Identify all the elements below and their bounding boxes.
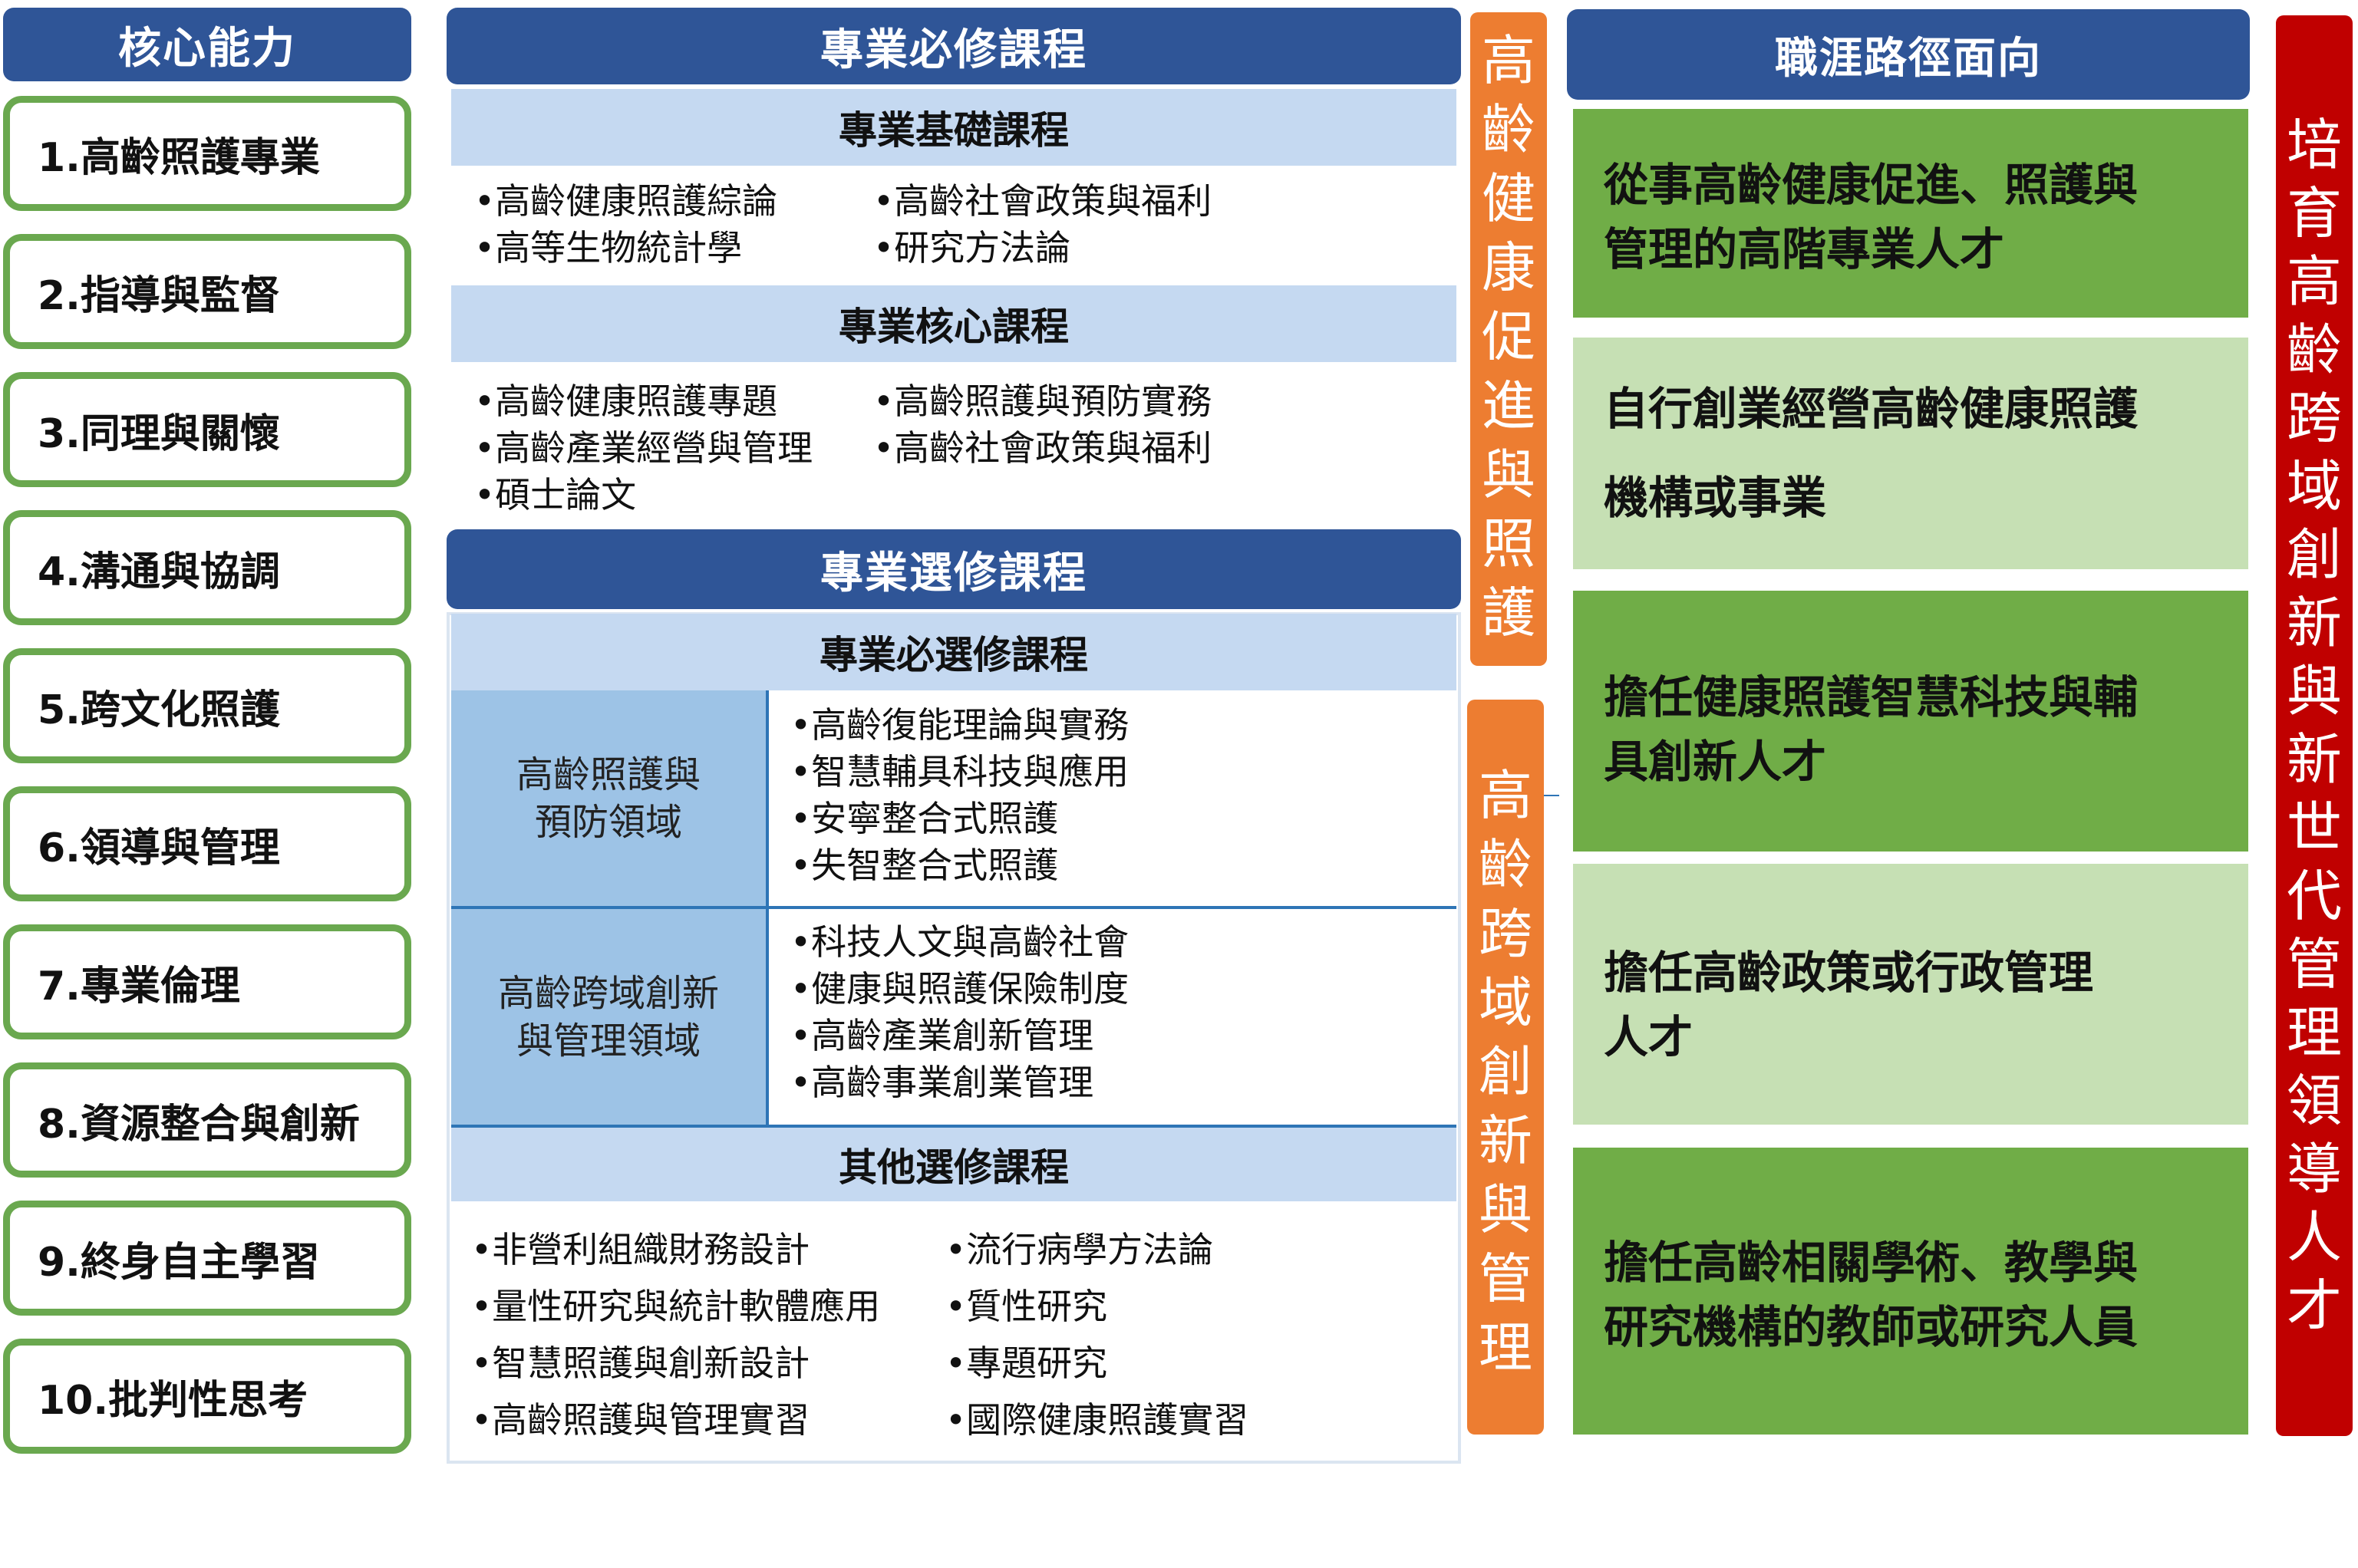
career-line: 擔任高齡政策或行政管理: [1604, 947, 2094, 999]
career-line: 擔任健康照護智慧科技與輔: [1604, 671, 2139, 723]
ability-label: 8.資源整合與創新: [38, 1101, 360, 1148]
domain-cell-innovation-management: 高齡跨域創新 與管理領域: [451, 909, 766, 1125]
required-elective-header: 專業必選修課程: [451, 614, 1456, 690]
basic-courses-header: 專業基礎課程: [451, 89, 1456, 166]
career-item-5: 擔任高齡相關學術、教學與 研究機構的教師或研究人員: [1573, 1148, 2248, 1435]
ability-item-2: 2.指導與監督: [3, 234, 411, 349]
track-label: 高齡跨域創新與管理: [1479, 764, 1532, 1379]
domain-name-line: 與管理領域: [516, 1019, 701, 1062]
career-item-2: 自行創業經營高齡健康照護 機構或事業: [1573, 338, 2248, 569]
training-goal-text: 培育高齡跨域創新與新世代管理領導人才: [2287, 113, 2343, 1338]
other-electives-left: 非營利組織財務設計 量性研究與統計軟體應用 智慧照護與創新設計 高齡照護與管理實…: [471, 1221, 932, 1448]
domain-name-line: 高齡照護與: [516, 753, 701, 796]
course-item: 高齡社會政策與福利: [873, 178, 1272, 225]
core-abilities-header-text: 核心能力: [118, 23, 296, 74]
career-line: 研究機構的教師或研究人員: [1604, 1301, 2139, 1353]
ability-item-3: 3.同理與關懷: [3, 372, 411, 487]
course-item: 專題研究: [945, 1335, 1406, 1392]
course-item: 高齡健康照護綜論: [474, 178, 858, 225]
domain-name-line: 高齡跨域創新: [497, 971, 719, 1015]
career-line: 從事高齡健康促進、照護與: [1604, 159, 2139, 211]
core-courses-left: 高齡健康照護專題 高齡產業經營與管理 碩士論文: [474, 378, 873, 519]
ability-item-6: 6.領導與管理: [3, 786, 411, 901]
track-innovation-management: 高齡跨域創新與管理: [1467, 700, 1544, 1435]
career-item-4: 擔任高齡政策或行政管理 人才: [1573, 864, 2248, 1125]
core-courses-header: 專業核心課程: [451, 285, 1456, 362]
course-item: 高齡社會政策與福利: [873, 425, 1272, 472]
connector-line: [1544, 795, 1559, 796]
domain-name-line: 預防領域: [534, 801, 682, 844]
domain-courses-innovation-management: 科技人文與高齡社會 健康與照護保險制度 高齡產業創新管理 高齡事業創業管理: [790, 919, 1435, 1106]
course-item: 安寧整合式照護: [790, 796, 1435, 842]
ability-item-9: 9.終身自主學習: [3, 1201, 411, 1316]
domain-cell-care-prevention: 高齡照護與 預防領域: [451, 690, 766, 907]
course-item: 質性研究: [945, 1278, 1406, 1335]
ability-label: 1.高齡照護專業: [38, 134, 320, 181]
course-item: 高齡事業創業管理: [790, 1059, 1435, 1106]
career-line: 機構或事業: [1604, 472, 1827, 524]
course-item: 高齡復能理論與實務: [790, 702, 1435, 749]
course-item: 流行病學方法論: [945, 1221, 1406, 1278]
ability-item-1: 1.高齡照護專業: [3, 96, 411, 211]
ability-label: 4.溝通與協調: [38, 548, 280, 595]
ability-item-10: 10.批判性思考: [3, 1339, 411, 1454]
domain-courses-care-prevention: 高齡復能理論與實務 智慧輔具科技與應用 安寧整合式照護 失智整合式照護: [790, 702, 1435, 889]
career-item-3: 擔任健康照護智慧科技與輔 具創新人才: [1573, 591, 2248, 852]
course-item: 研究方法論: [873, 225, 1272, 272]
ability-item-4: 4.溝通與協調: [3, 510, 411, 625]
ability-label: 2.指導與監督: [38, 272, 280, 319]
ability-label: 7.專業倫理: [38, 963, 240, 1010]
core-abilities-header: 核心能力: [3, 8, 411, 81]
career-line: 擔任高齡相關學術、教學與: [1604, 1237, 2139, 1289]
course-item: 量性研究與統計軟體應用: [471, 1278, 932, 1335]
required-courses-header-text: 專業必修課程: [820, 25, 1087, 75]
career-line: 管理的高階專業人才: [1604, 223, 2005, 275]
track-label: 高齡健康促進與照護: [1482, 29, 1535, 644]
course-item: 失智整合式照護: [790, 842, 1435, 889]
course-item: 智慧輔具科技與應用: [790, 749, 1435, 796]
ability-label: 5.跨文化照護: [38, 687, 280, 733]
career-line: 人才: [1604, 1011, 1693, 1063]
training-goal-bar: 培育高齡跨域創新與新世代管理領導人才: [2276, 15, 2353, 1436]
basic-courses-title: 專業基礎課程: [839, 108, 1069, 153]
ability-item-7: 7.專業倫理: [3, 924, 411, 1039]
course-item: 國際健康照護實習: [945, 1392, 1406, 1448]
required-courses-header: 專業必修課程: [447, 8, 1461, 84]
career-paths-header-text: 職涯路徑面向: [1775, 33, 2042, 84]
career-line: 具創新人才: [1604, 736, 1827, 788]
row-divider: [451, 906, 1456, 909]
other-electives-title: 其他選修課程: [839, 1145, 1069, 1190]
career-line: 自行創業經營高齡健康照護: [1604, 383, 2139, 435]
course-item: 智慧照護與創新設計: [471, 1335, 932, 1392]
row-divider: [451, 1125, 1456, 1128]
course-item: 高齡健康照護專題: [474, 378, 873, 425]
track-health-promotion-care: 高齡健康促進與照護: [1470, 12, 1547, 666]
core-courses-right: 高齡照護與預防實務 高齡社會政策與福利: [873, 378, 1272, 472]
course-item: 高齡產業經營與管理: [474, 425, 873, 472]
other-electives-right: 流行病學方法論 質性研究 專題研究 國際健康照護實習: [945, 1221, 1406, 1448]
core-courses-title: 專業核心課程: [839, 305, 1069, 349]
course-item: 科技人文與高齡社會: [790, 919, 1435, 966]
career-paths-header: 職涯路徑面向: [1567, 9, 2250, 100]
elective-courses-header: 專業選修課程: [447, 529, 1461, 609]
required-elective-title: 專業必選修課程: [820, 633, 1088, 677]
elective-courses-header-text: 專業選修課程: [820, 548, 1087, 598]
course-item: 高等生物統計學: [474, 225, 858, 272]
ability-label: 9.終身自主學習: [38, 1239, 320, 1286]
basic-courses-left: 高齡健康照護綜論 高等生物統計學: [474, 178, 858, 272]
ability-item-8: 8.資源整合與創新: [3, 1062, 411, 1178]
ability-label: 3.同理與關懷: [38, 410, 280, 457]
course-item: 碩士論文: [474, 472, 873, 519]
course-item: 非營利組織財務設計: [471, 1221, 932, 1278]
ability-label: 10.批判性思考: [38, 1377, 308, 1424]
other-electives-header: 其他選修課程: [451, 1128, 1456, 1201]
course-item: 高齡產業創新管理: [790, 1013, 1435, 1059]
course-item: 高齡照護與管理實習: [471, 1392, 932, 1448]
course-item: 健康與照護保險制度: [790, 966, 1435, 1013]
course-item: 高齡照護與預防實務: [873, 378, 1272, 425]
ability-label: 6.領導與管理: [38, 825, 280, 871]
basic-courses-right: 高齡社會政策與福利 研究方法論: [873, 178, 1272, 272]
ability-item-5: 5.跨文化照護: [3, 648, 411, 763]
career-item-1: 從事高齡健康促進、照護與 管理的高階專業人才: [1573, 109, 2248, 318]
